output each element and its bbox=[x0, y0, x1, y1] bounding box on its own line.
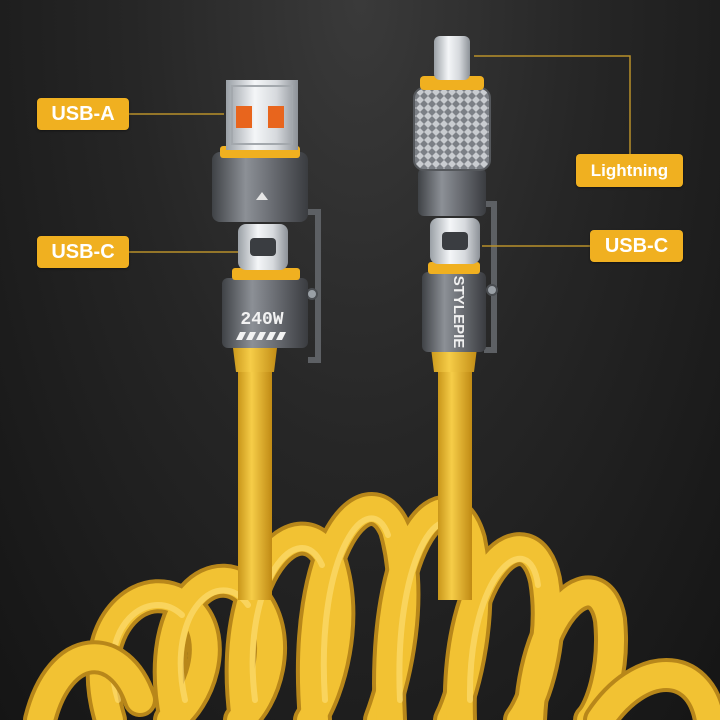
usb-c-left-label: USB-C bbox=[37, 236, 129, 268]
right-connector: STYLEPIE bbox=[413, 36, 498, 600]
brand-marking: STYLEPIE bbox=[450, 276, 467, 349]
left-body bbox=[222, 278, 308, 348]
left-connector: 240W bbox=[212, 80, 321, 600]
usb-c-right-label: USB-C bbox=[590, 230, 683, 262]
hazard-stripes-icon bbox=[236, 332, 286, 340]
leader-lines bbox=[129, 55, 631, 253]
right-body bbox=[422, 272, 486, 352]
power-marking: 240W bbox=[240, 310, 283, 330]
lightning-plug bbox=[434, 36, 470, 80]
right-cable bbox=[438, 360, 472, 600]
left-usba-adapter bbox=[212, 152, 308, 222]
usb-a-label: USB-A bbox=[37, 98, 129, 130]
left-tether bbox=[300, 209, 321, 363]
lightning-adapter-base bbox=[418, 168, 486, 216]
left-cable bbox=[238, 360, 272, 600]
arrow-up-icon bbox=[256, 192, 268, 200]
lightning-label: Lightning bbox=[576, 154, 683, 187]
knurled-grip bbox=[413, 87, 491, 171]
coiled-cable bbox=[23, 492, 720, 720]
